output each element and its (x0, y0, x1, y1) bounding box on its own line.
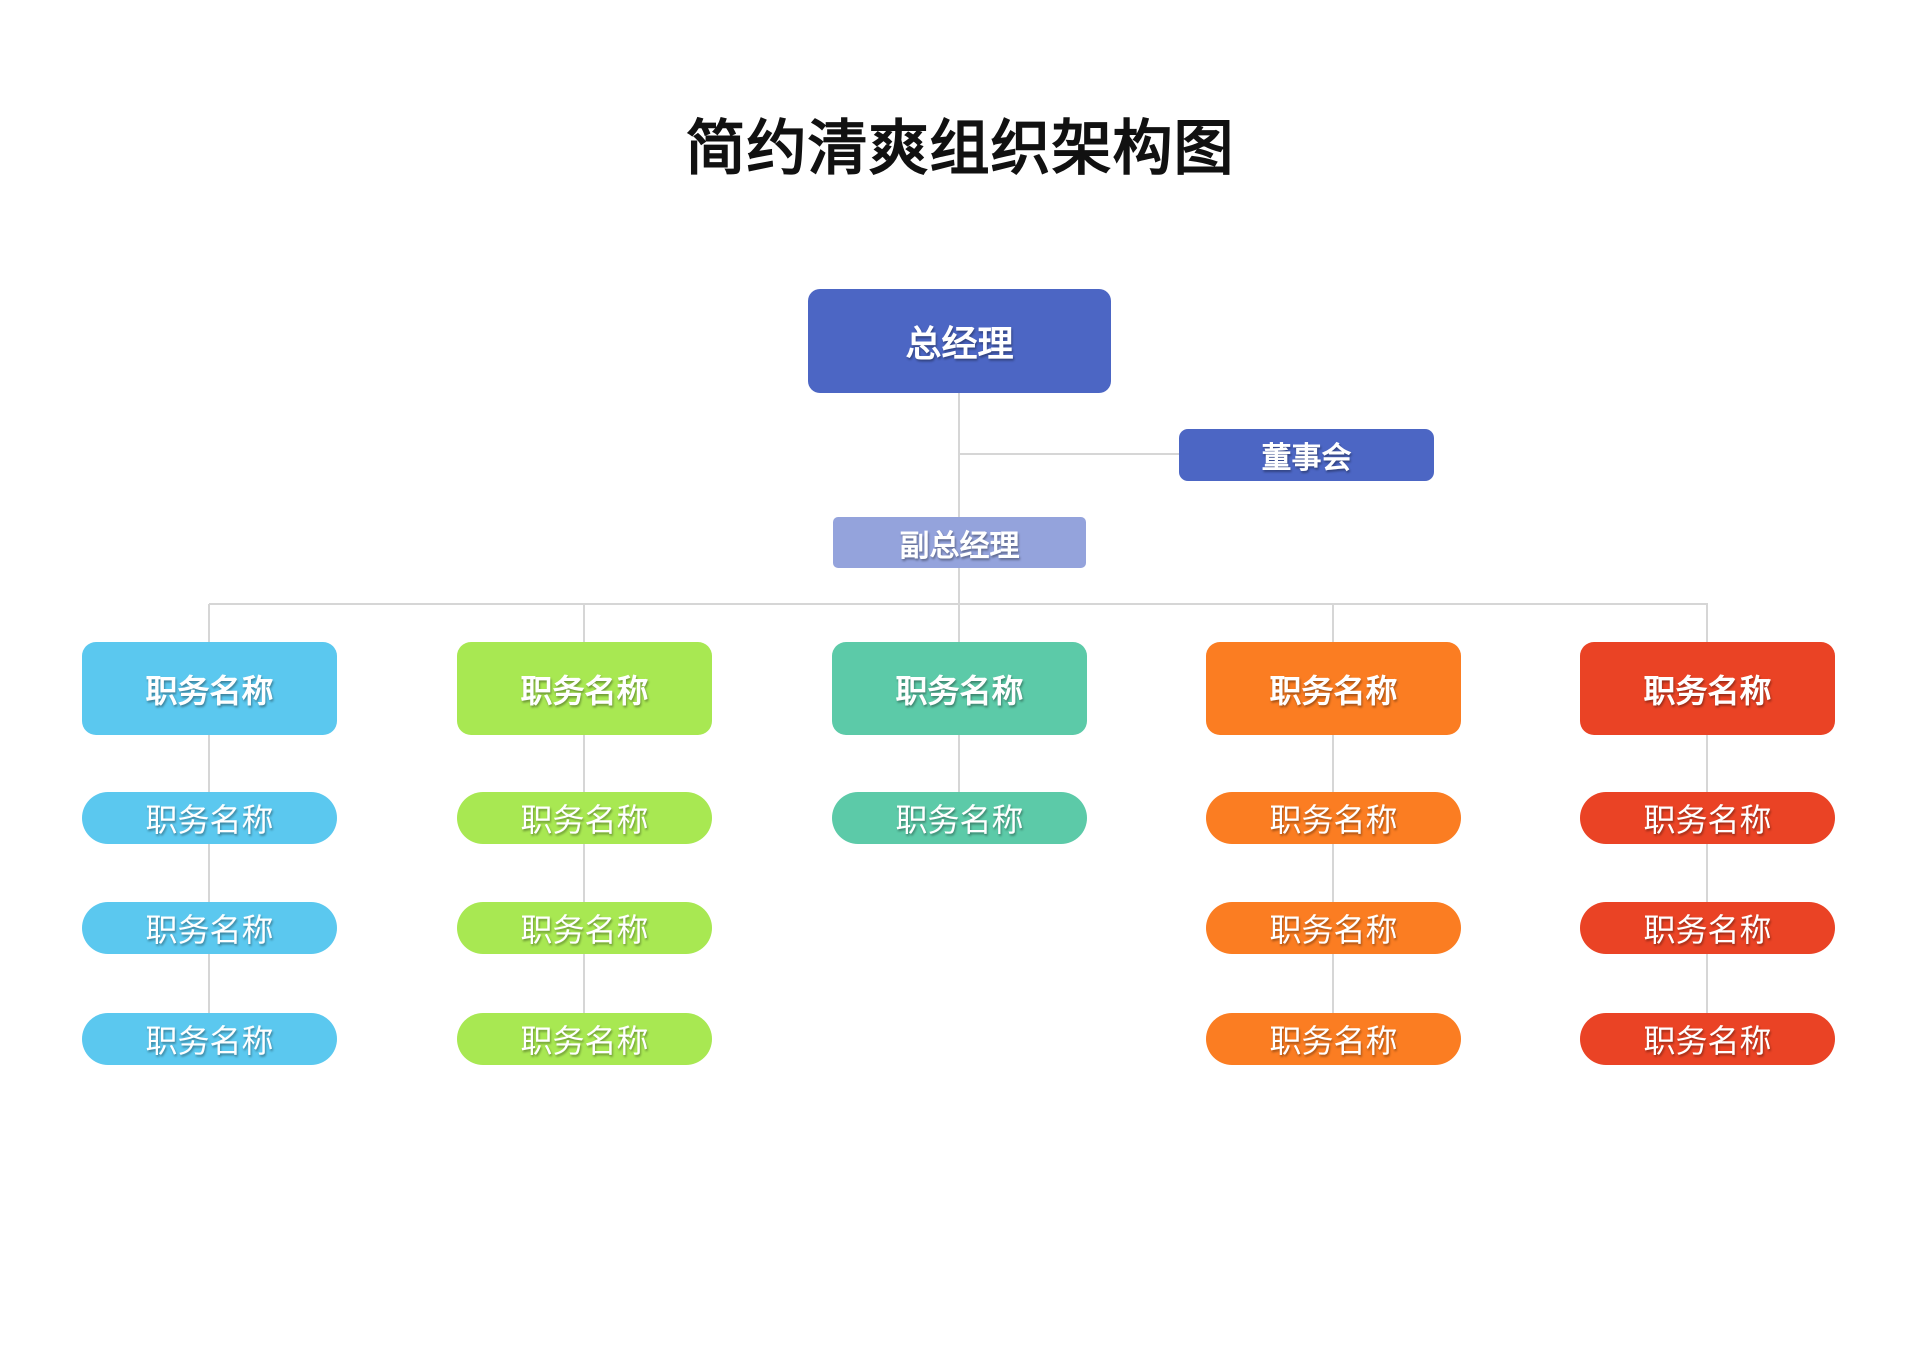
department-member-node[interactable]: 职务名称 (1580, 792, 1835, 844)
department-head-node[interactable]: 职务名称 (832, 642, 1087, 735)
department-member-node[interactable]: 职务名称 (1206, 902, 1461, 954)
vice-manager-node[interactable]: 副总经理 (833, 517, 1086, 568)
department-member-node[interactable]: 职务名称 (82, 1013, 337, 1065)
department-member-node[interactable]: 职务名称 (457, 902, 712, 954)
chart-title: 简约清爽组织架构图 (685, 114, 1235, 184)
department-member-node[interactable]: 职务名称 (832, 792, 1087, 844)
department-member-node[interactable]: 职务名称 (1580, 902, 1835, 954)
department-member-node[interactable]: 职务名称 (1206, 1013, 1461, 1065)
general-manager-node[interactable]: 总经理 (808, 289, 1111, 393)
department-member-node[interactable]: 职务名称 (1580, 1013, 1835, 1065)
department-member-node[interactable]: 职务名称 (82, 902, 337, 954)
connector-board (959, 453, 1179, 455)
department-head-node[interactable]: 职务名称 (457, 642, 712, 735)
board-node[interactable]: 董事会 (1179, 429, 1434, 481)
department-member-node[interactable]: 职务名称 (82, 792, 337, 844)
department-member-node[interactable]: 职务名称 (1206, 792, 1461, 844)
department-head-node[interactable]: 职务名称 (82, 642, 337, 735)
department-head-node[interactable]: 职务名称 (1206, 642, 1461, 735)
department-member-node[interactable]: 职务名称 (457, 792, 712, 844)
connector-gm-vp (958, 393, 960, 604)
department-head-node[interactable]: 职务名称 (1580, 642, 1835, 735)
department-member-node[interactable]: 职务名称 (457, 1013, 712, 1065)
